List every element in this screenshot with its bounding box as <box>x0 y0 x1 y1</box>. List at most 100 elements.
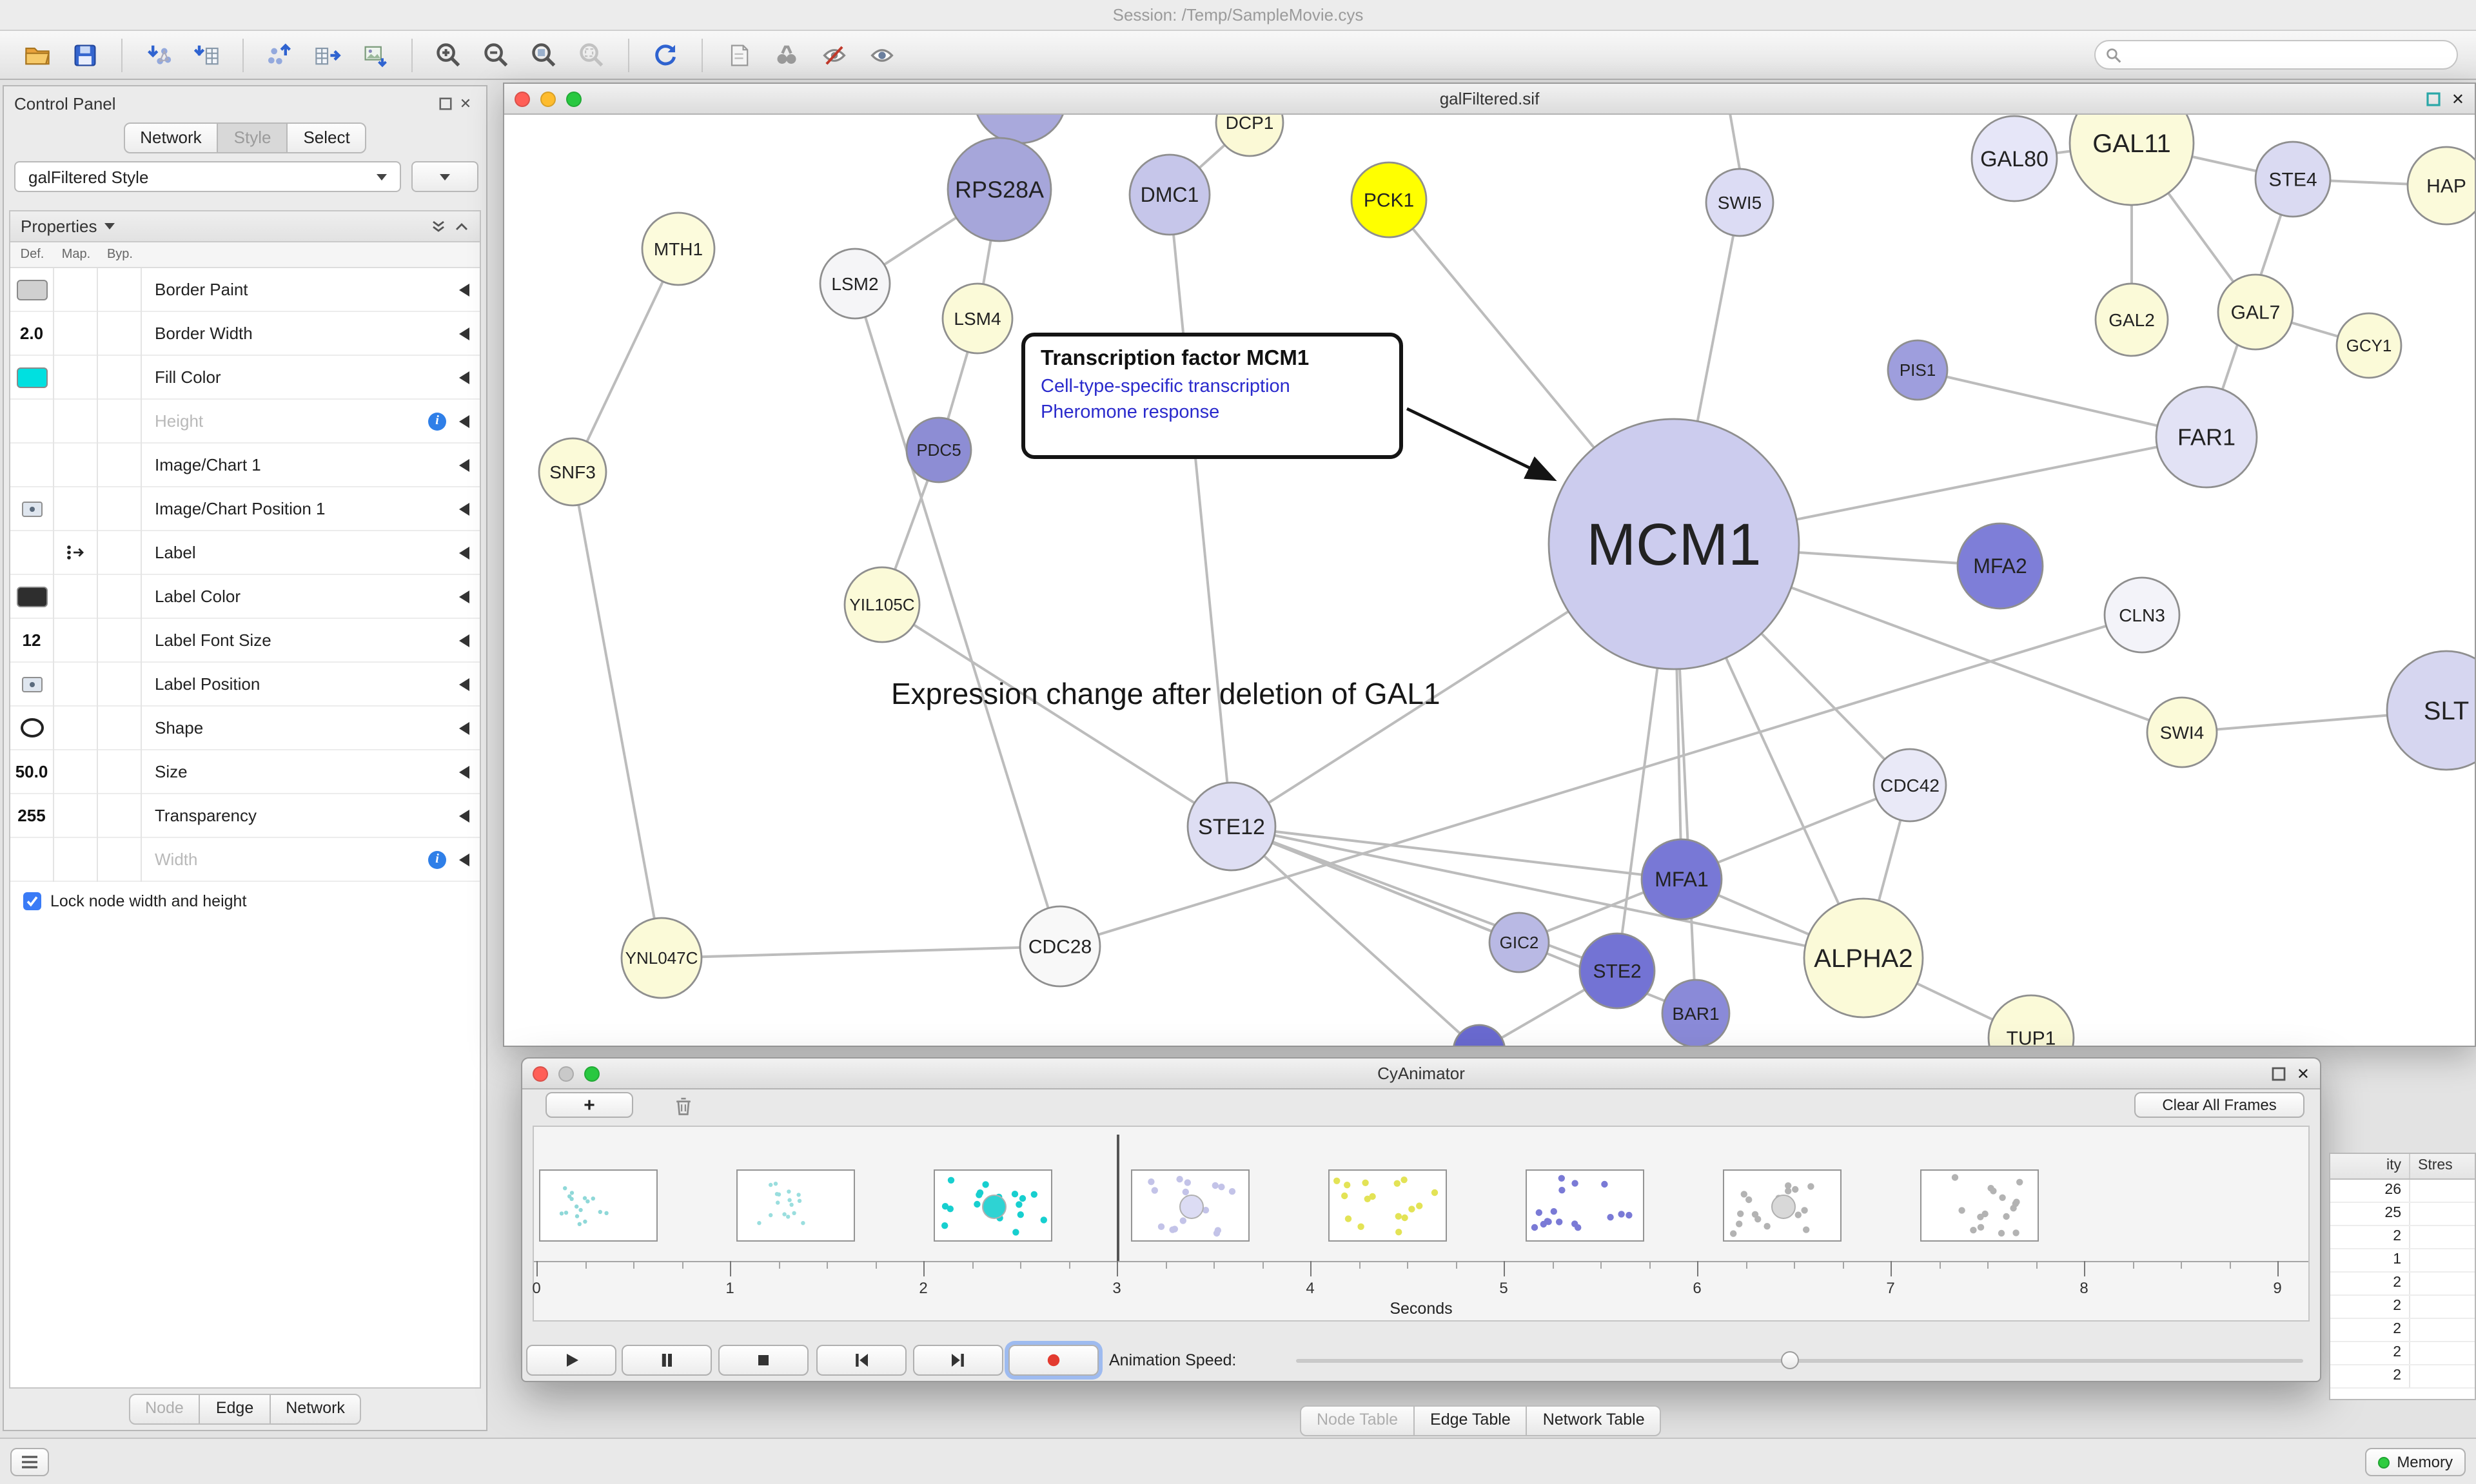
table-cell[interactable]: 2 <box>2330 1319 2410 1341</box>
table-row[interactable]: 2 <box>2330 1226 2475 1249</box>
table-cell[interactable]: 2 <box>2330 1365 2410 1387</box>
style-options-button[interactable] <box>411 161 478 192</box>
network-node-MFA2[interactable] <box>1958 523 2043 609</box>
memory-button[interactable]: Memory <box>2364 1448 2466 1476</box>
property-row-border-paint[interactable]: Border Paint <box>10 268 480 312</box>
table-cell[interactable] <box>2410 1180 2475 1202</box>
network-node-GAL80[interactable] <box>1972 116 2057 201</box>
property-byp-cell[interactable] <box>98 311 142 355</box>
network-node-YNL047C[interactable] <box>622 918 702 998</box>
property-byp-cell[interactable] <box>98 268 142 311</box>
canvas-caption-text[interactable]: Expression change after deletion of GAL1 <box>891 677 1440 712</box>
stop-button[interactable] <box>718 1345 809 1376</box>
expand-row-icon[interactable] <box>459 722 469 735</box>
network-node-BAR1[interactable] <box>1662 980 1729 1046</box>
zoom-out-button[interactable] <box>477 35 516 74</box>
property-byp-cell[interactable] <box>98 487 142 531</box>
panel-tab-node[interactable]: Node <box>128 1394 201 1425</box>
expand-row-icon[interactable] <box>459 284 469 297</box>
property-def-cell[interactable]: 50.0 <box>10 750 54 794</box>
zoom-window-button[interactable] <box>566 91 582 106</box>
pause-button[interactable] <box>622 1345 712 1376</box>
edge-ynl047c-cdc28[interactable] <box>662 946 1060 958</box>
default-value[interactable]: 2.0 <box>20 324 43 343</box>
table-cell[interactable]: 2 <box>2330 1342 2410 1364</box>
network-node-GCY1[interactable] <box>2337 313 2401 378</box>
export-table-button[interactable] <box>308 35 347 74</box>
network-window-titlebar[interactable]: galFiltered.sif ✕ <box>504 84 2475 115</box>
expand-row-icon[interactable] <box>459 415 469 428</box>
search-input[interactable] <box>2129 46 2446 64</box>
expand-row-icon[interactable] <box>459 547 469 560</box>
network-node-SWI5[interactable] <box>1706 169 1773 236</box>
table-row[interactable]: 2 <box>2330 1342 2475 1365</box>
color-swatch[interactable] <box>16 279 47 300</box>
property-byp-cell[interactable] <box>98 750 142 794</box>
color-swatch[interactable] <box>16 586 47 607</box>
network-node-ALPHA2[interactable] <box>1804 899 1923 1017</box>
property-row-label-position[interactable]: Label Position <box>10 663 480 707</box>
apply-layout-button[interactable] <box>646 35 685 74</box>
property-map-cell[interactable] <box>54 268 98 311</box>
delete-frame-button[interactable] <box>662 1092 705 1119</box>
close-window-button[interactable] <box>533 1066 548 1081</box>
network-node-LSM2[interactable] <box>820 249 890 318</box>
expand-all-icon[interactable] <box>454 219 469 234</box>
table-col-header[interactable]: ity <box>2330 1154 2410 1178</box>
network-node-DMC1[interactable] <box>1130 155 1210 235</box>
network-node-MTH1[interactable] <box>642 213 714 285</box>
expand-row-icon[interactable] <box>459 327 469 340</box>
table-cell[interactable]: 25 <box>2330 1203 2410 1225</box>
property-row-label[interactable]: Label <box>10 531 480 575</box>
properties-header[interactable]: Properties <box>10 211 480 242</box>
network-snapshot-button[interactable] <box>720 35 758 74</box>
network-node-SLT[interactable] <box>2387 651 2475 770</box>
table-cell[interactable]: 1 <box>2330 1249 2410 1271</box>
minimize-window-button[interactable] <box>540 91 556 106</box>
panel-tab-edge[interactable]: Edge <box>199 1394 270 1425</box>
edge-snf3-mth1[interactable] <box>573 249 678 472</box>
default-value[interactable]: 50.0 <box>15 762 48 781</box>
property-byp-cell[interactable] <box>98 574 142 618</box>
expand-row-icon[interactable] <box>459 459 469 472</box>
table-row[interactable]: 2 <box>2330 1319 2475 1342</box>
property-map-cell[interactable] <box>54 531 98 574</box>
table-cell[interactable] <box>2410 1319 2475 1341</box>
expand-row-icon[interactable] <box>459 810 469 823</box>
property-def-cell[interactable] <box>10 574 54 618</box>
frame-thumbnail-6[interactable] <box>1723 1169 1842 1242</box>
property-def-cell[interactable] <box>10 706 54 750</box>
table-cell[interactable]: 2 <box>2330 1273 2410 1294</box>
property-map-cell[interactable] <box>54 750 98 794</box>
annotation-link-2[interactable]: Pheromone response <box>1041 402 1384 423</box>
network-canvas[interactable]: RPS28BRPS28ADMC1DCP1PCK1SWI5GAL80GAL11ST… <box>504 115 2475 1046</box>
play-button[interactable] <box>526 1345 616 1376</box>
table-row[interactable]: 2 <box>2330 1273 2475 1296</box>
discrete-mapping-icon[interactable] <box>66 544 85 561</box>
zoom-window-button[interactable] <box>584 1066 600 1081</box>
skip-to-start-button[interactable] <box>816 1345 907 1376</box>
property-byp-cell[interactable] <box>98 662 142 706</box>
property-byp-cell[interactable] <box>98 355 142 399</box>
network-node-SWI4[interactable] <box>2147 698 2217 767</box>
network-node-GAL2[interactable] <box>2096 284 2168 356</box>
table-cell[interactable] <box>2410 1249 2475 1271</box>
property-map-cell[interactable] <box>54 574 98 618</box>
close-view-icon[interactable]: ✕ <box>2297 1064 2310 1082</box>
table-col-header[interactable]: Stres <box>2410 1154 2475 1178</box>
table-row[interactable]: 25 <box>2330 1203 2475 1226</box>
expand-row-icon[interactable] <box>459 634 469 647</box>
style-select[interactable]: galFiltered Style <box>14 161 401 192</box>
skip-to-end-button[interactable] <box>913 1345 1003 1376</box>
property-byp-cell[interactable] <box>98 618 142 662</box>
export-image-button[interactable] <box>356 35 395 74</box>
panel-tab-node-table[interactable]: Node Table <box>1300 1405 1415 1436</box>
cyanimator-titlebar[interactable]: CyAnimator ✕ <box>522 1059 2320 1089</box>
expand-row-icon[interactable] <box>459 371 469 384</box>
property-map-cell[interactable] <box>54 662 98 706</box>
edge-yil105c-ste12[interactable] <box>882 605 1232 826</box>
network-node-PIS1[interactable] <box>1888 340 1947 400</box>
expand-row-icon[interactable] <box>459 766 469 779</box>
network-node-SNF3[interactable] <box>539 438 606 505</box>
frame-thumbnail-0[interactable] <box>539 1169 658 1242</box>
